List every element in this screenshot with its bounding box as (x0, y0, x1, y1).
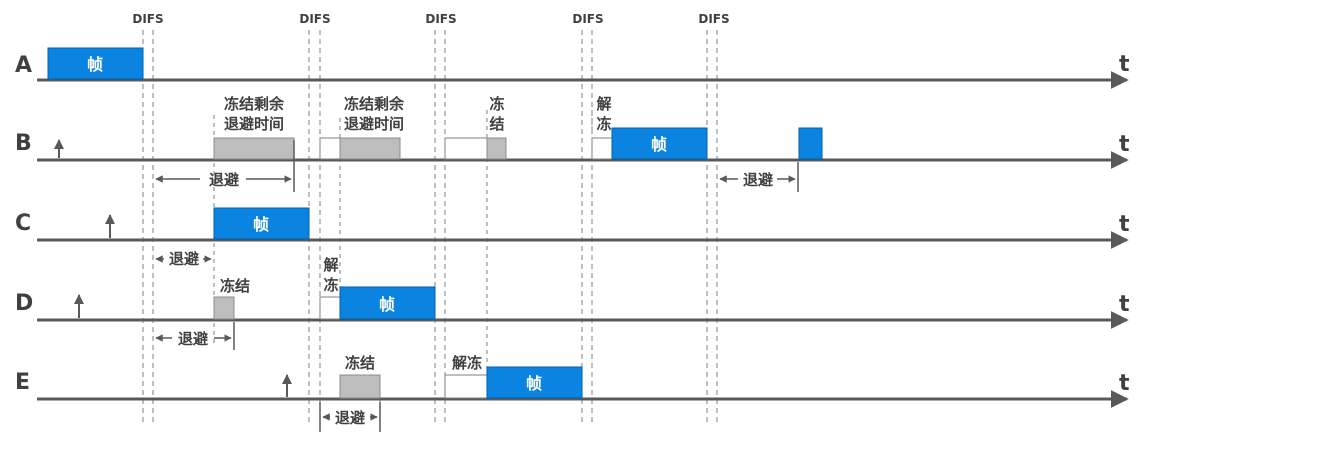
backoff-block-b2 (339, 137, 401, 160)
frame-label: 帧 (253, 215, 269, 234)
freeze-label: 冻结 (220, 277, 250, 295)
backoff-block-b1 (213, 137, 295, 160)
difs-label: DIFS (698, 12, 729, 26)
frame-block-d (339, 286, 436, 320)
frame-block-e (486, 366, 583, 399)
difs-wait-block-b3 (591, 137, 613, 160)
backoff-label: 退避 (178, 330, 208, 348)
station-label-b: B (15, 131, 32, 156)
freeze-remaining-label: 冻结剩余 (224, 95, 285, 113)
frame-label: 帧 (526, 374, 542, 393)
time-label: t (1119, 371, 1130, 396)
freeze-label: 结 (489, 115, 504, 133)
freeze-remaining-label: 冻结剩余 (344, 95, 405, 113)
difs-wait-block-b1 (319, 137, 341, 160)
station-label-d: D (15, 291, 33, 316)
backoff-block-d (213, 296, 235, 320)
frame-label: 帧 (651, 135, 667, 154)
frame-block-a (47, 47, 144, 80)
difs-wait-block-e (444, 374, 488, 399)
unfreeze-label: 冻 (323, 276, 338, 294)
frame-block-b-next (798, 127, 823, 160)
time-label: t (1119, 292, 1130, 317)
station-label-e: E (15, 370, 30, 395)
difs-label: DIFS (425, 12, 456, 26)
difs-label: DIFS (132, 12, 163, 26)
backoff-block-b3 (486, 137, 507, 160)
time-label: t (1119, 132, 1130, 157)
station-label-c: C (15, 211, 31, 236)
time-label: t (1119, 52, 1130, 77)
frame-block-b (611, 127, 708, 160)
frame-label: 帧 (87, 55, 103, 74)
frame-label: 帧 (379, 295, 395, 314)
unfreeze-label: 解冻 (452, 354, 482, 372)
freeze-label: 冻 (489, 95, 504, 113)
difs-label: DIFS (299, 12, 330, 26)
time-label: t (1119, 212, 1130, 237)
unfreeze-label: 解 (323, 256, 338, 274)
freeze-remaining-label: 退避时间 (344, 115, 404, 133)
difs-wait-block-b2 (444, 137, 488, 160)
freeze-label: 冻结 (345, 354, 375, 372)
difs-label: DIFS (572, 12, 603, 26)
backoff-label: 退避 (743, 171, 773, 189)
unfreeze-label: 冻 (596, 115, 611, 133)
backoff-block-e (339, 374, 381, 399)
backoff-label: 退避 (169, 250, 199, 268)
backoff-label: 退避 (335, 409, 365, 427)
unfreeze-label: 解 (596, 95, 611, 113)
frame-block-c (213, 207, 310, 240)
backoff-label: 退避 (209, 171, 239, 189)
difs-guides (142, 30, 718, 424)
freeze-remaining-label: 退避时间 (224, 115, 284, 133)
difs-wait-block-d (319, 296, 341, 320)
station-label-a: A (15, 53, 32, 78)
